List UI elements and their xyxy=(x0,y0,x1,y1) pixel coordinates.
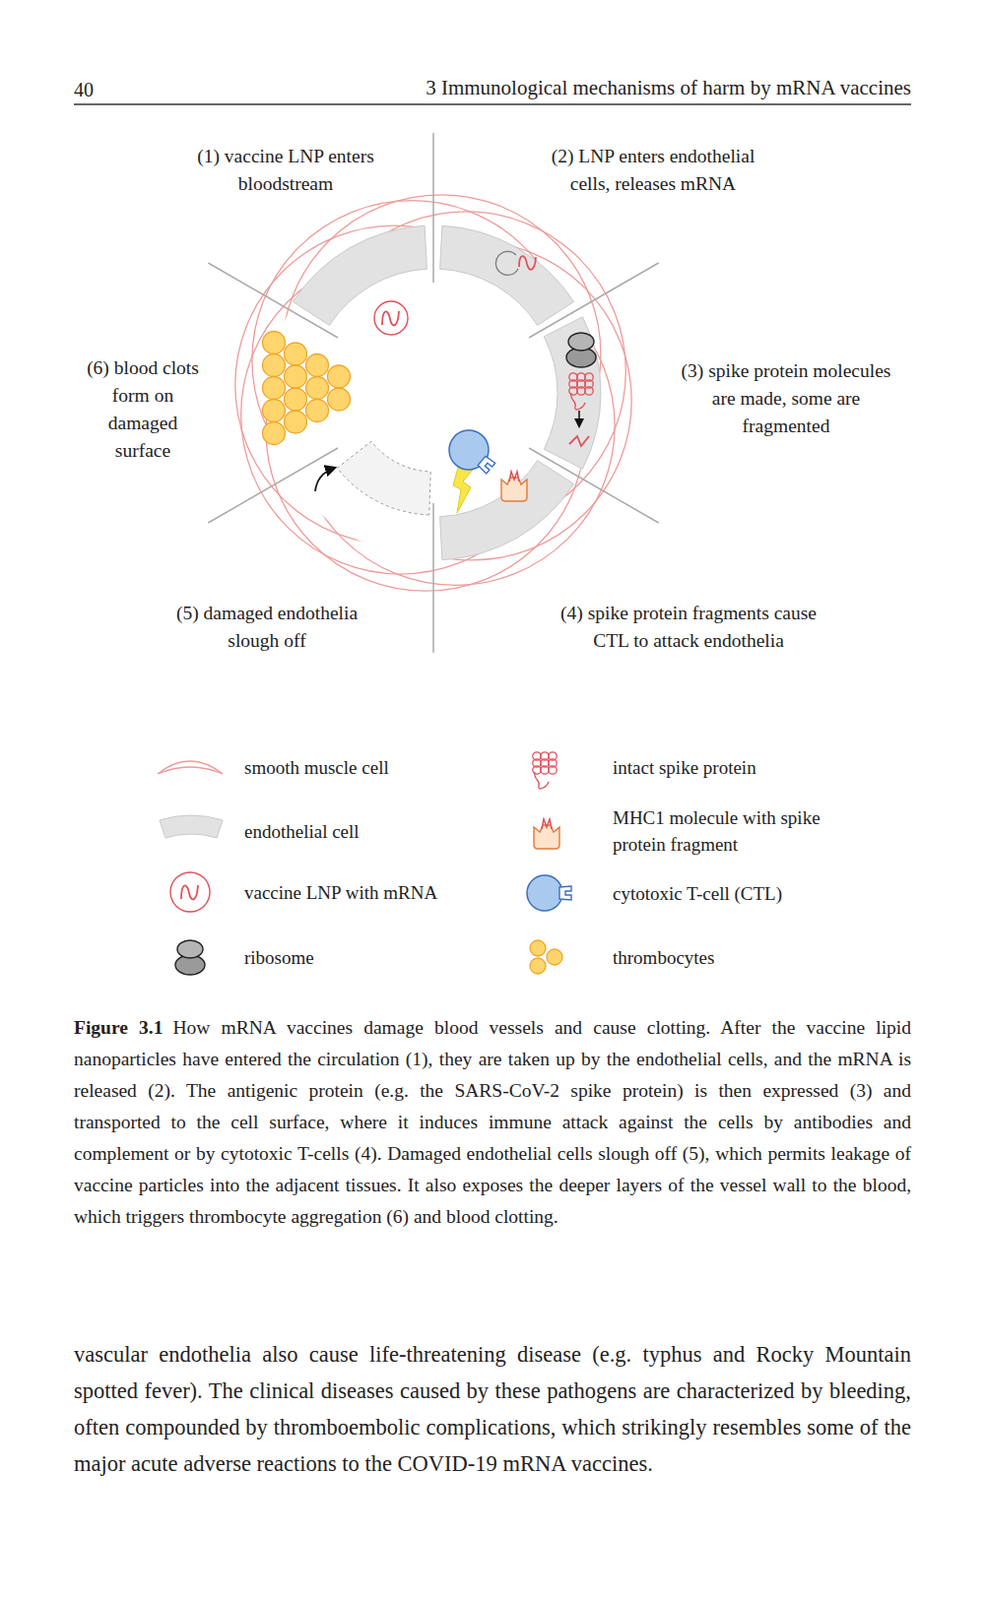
header-rule xyxy=(73,103,912,105)
endothelial-cell xyxy=(440,225,575,326)
divider-line xyxy=(432,503,435,654)
step-label: (4) spike protein fragments cause CTL to… xyxy=(545,599,832,656)
thrombocyte xyxy=(529,958,546,975)
divider-line xyxy=(528,262,659,338)
step-label: (3) spike protein molecules are made, so… xyxy=(672,357,900,441)
thrombocyte xyxy=(262,377,286,400)
thrombocyte xyxy=(328,388,351,411)
lnp-icon xyxy=(374,301,408,335)
thrombocyte xyxy=(328,365,351,389)
lnp-icon xyxy=(170,872,210,913)
thrombocyte xyxy=(262,399,286,423)
thrombocyte xyxy=(546,949,563,966)
legend-icons xyxy=(157,752,572,976)
step-label: (5) damaged endothelia slough off xyxy=(158,599,376,656)
smooth-muscle-cell xyxy=(295,265,615,586)
legend-text: endothelial cell xyxy=(244,818,461,846)
step-label: (1) vaccine LNP enters bloodstream xyxy=(172,142,399,198)
divider-line xyxy=(432,132,435,283)
thrombocyte xyxy=(284,388,308,411)
divider-line xyxy=(528,448,659,524)
mhc1-icon xyxy=(533,819,560,850)
thrombocyte xyxy=(306,399,329,423)
legend-text: cytotoxic T-cell (CTL) xyxy=(612,880,869,908)
spike-protein-icon xyxy=(532,752,557,789)
thrombocyte xyxy=(262,354,286,378)
divider-line xyxy=(207,262,338,338)
legend-text: smooth muscle cell xyxy=(244,754,461,782)
endothelial-cell xyxy=(543,317,601,469)
legend-text: vaccine LNP with mRNA xyxy=(244,879,461,907)
thrombocyte xyxy=(262,422,286,446)
mhc1-icon xyxy=(501,471,527,502)
thrombocyte xyxy=(529,940,546,957)
legend-text: ribosome xyxy=(244,944,461,972)
sloughed-endothelium xyxy=(336,441,431,516)
divider-line xyxy=(207,448,338,524)
thrombocyte xyxy=(306,377,329,400)
ribosome-icon xyxy=(566,332,596,368)
smooth-muscle-cell xyxy=(252,200,572,521)
endothelial-cell xyxy=(440,460,575,561)
step-label: (2) LNP enters endothelial cells, releas… xyxy=(529,142,777,198)
thrombocyte xyxy=(284,365,308,389)
endothelial-cell xyxy=(292,225,427,326)
thrombocyte xyxy=(262,331,286,355)
ctl-icon xyxy=(526,875,572,912)
thrombocyte xyxy=(284,410,308,434)
legend-text: thrombocytes xyxy=(612,944,869,972)
ctl-icon xyxy=(441,422,504,484)
running-header: 3 Immunological mechanisms of harm by mR… xyxy=(270,74,912,101)
thrombocyte xyxy=(306,354,329,378)
ribosome-icon xyxy=(175,940,205,976)
figure-number: Figure 3.1 xyxy=(73,1017,163,1039)
spike-protein-icon xyxy=(569,373,593,410)
figure-caption-block: Figure 3.1How mRNA vaccines damage blood… xyxy=(73,1012,912,1234)
thrombocyte xyxy=(284,342,308,366)
legend-text: MHC1 molecule with spike protein fragmen… xyxy=(612,804,825,858)
page-number: 40 xyxy=(73,76,133,103)
vessel-cross-section xyxy=(207,132,658,654)
smooth-muscle-cell xyxy=(281,195,601,515)
figure-caption: How mRNA vaccines damage blood vessels a… xyxy=(73,1017,912,1228)
body-text: vascular endothelia also cause life-thre… xyxy=(73,1336,912,1483)
step-label: (6) blood clots form on damaged surface xyxy=(83,354,202,465)
legend-text: intact spike protein xyxy=(612,754,869,782)
